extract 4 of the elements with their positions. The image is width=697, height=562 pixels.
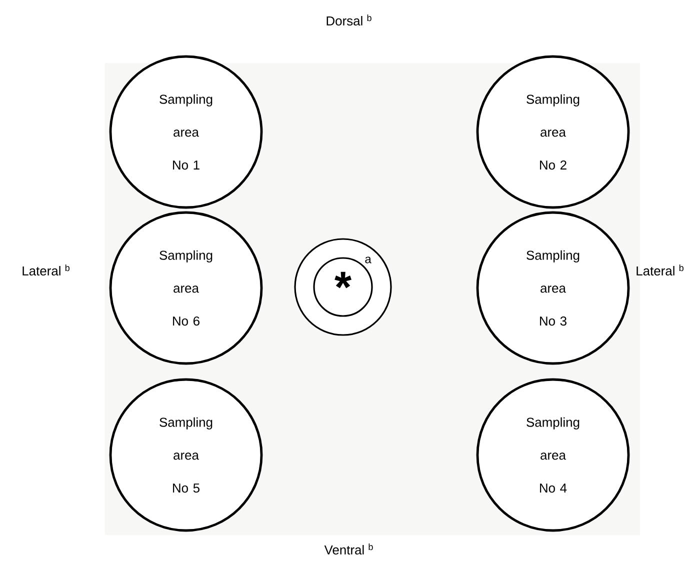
direction-label: Lateral $^{b}$ xyxy=(22,264,70,276)
direction-label: Ventral $^{b}$ xyxy=(324,543,373,554)
note-letter: a xyxy=(365,256,372,264)
direction-label: Dorsal $^{b}$ xyxy=(326,14,372,26)
